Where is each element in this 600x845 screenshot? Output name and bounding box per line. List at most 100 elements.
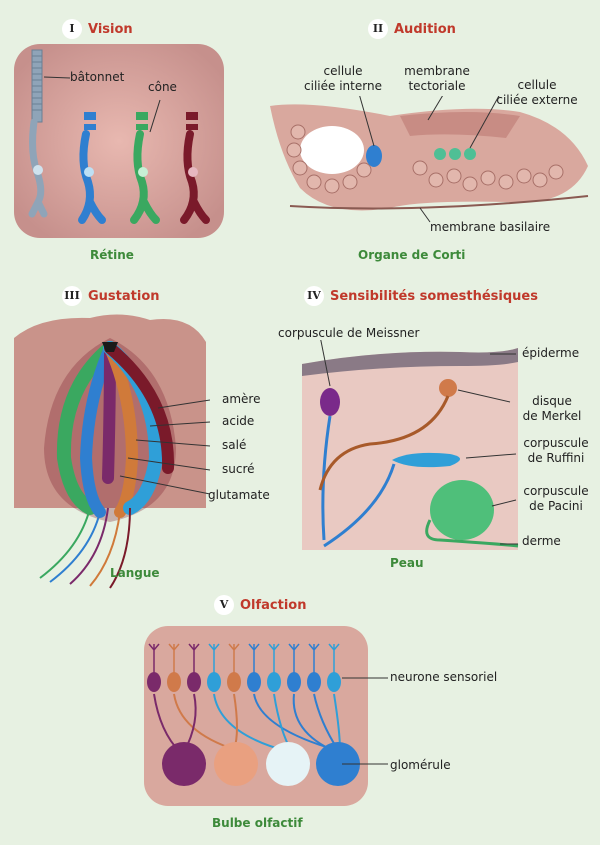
taste-cells [56,341,175,518]
section-title: Audition [394,22,456,37]
taste-bud-illustration [14,314,210,589]
section-title: Olfaction [240,598,307,613]
cone-pointer [149,99,161,133]
neuron-dendrite [228,643,240,674]
glomerulus-label: glomérule [390,758,451,772]
inner-hair-cell [366,145,382,167]
outer-hair-cell [449,148,461,160]
somesthesie-header: IV Sensibilités somesthésiques [304,285,538,306]
sensory-neuron-label: neurone sensoriel [390,670,498,684]
skin-illustration [302,340,519,550]
outer-hair-cell-label: cellule ciliée externe [496,78,578,107]
ruffini-nerve [323,463,396,548]
neuron-cell-body [207,672,221,692]
neuron-dendrite [268,643,280,674]
neuron-cell-body [327,672,341,692]
merkel-label: disque de Merkel [522,394,582,423]
tectorial-membrane-label: membrane tectoriale [404,64,470,93]
retina-illustration [14,44,224,238]
gustatory-nerve-fibers [39,507,131,589]
glomerulus [266,742,310,786]
glomerulus [162,742,206,786]
vision-caption: Rétine [90,248,134,262]
sensory-neurons [147,643,341,692]
meissner-corpuscle [320,388,340,416]
sour-label: acide [222,414,255,428]
pacini-nerve [425,519,519,548]
section-number: IV [304,285,324,306]
olfaction-header: V Olfaction [214,594,307,615]
neuron-dendrite [308,643,320,674]
dermis-label: derme [522,534,561,548]
rod-label: bâtonnet [70,70,125,84]
pacini-label: corpuscule de Pacini [523,484,589,513]
pacini-pointer [491,499,517,507]
taste-pore [102,342,118,352]
epidermis-layer [302,348,518,376]
glomerulus [214,742,258,786]
neuron-dendrite [208,643,220,674]
audition-header: II Audition [368,18,456,39]
olfactory-bulb-illustration [144,626,368,806]
merkel-pointer [457,389,511,403]
meissner-pointer [320,340,331,387]
ruffini-pointer [465,453,517,459]
meissner-label: corpuscule de Meissner [278,326,420,340]
basilar-membrane [289,195,589,210]
inner-pointer [359,96,375,147]
neuron-dendrite [328,643,340,674]
audition-caption: Organe de Corti [358,248,466,262]
inner-hair-cell-label: cellule ciliée interne [304,64,382,93]
section-title: Gustation [88,289,160,304]
neuron-cell-body [307,672,321,692]
green-cone [130,112,160,224]
vision-header: I Vision [62,18,133,39]
outer-hair-cell [434,148,446,160]
maroon-cone [180,112,210,224]
section-title: Vision [88,22,133,37]
neuron-dendrite [148,643,160,674]
section-number: V [214,594,234,615]
neuron-cell-body [167,672,181,692]
neuron-cell-body [187,672,201,692]
blue-cone [78,112,106,224]
neuron-dendrite [188,643,200,674]
support-cells [286,124,564,194]
salty-label: salé [222,438,247,452]
merkel-nerve [318,395,450,491]
section-number: I [62,18,82,39]
olfaction-pointers [342,677,388,765]
outer-hair-cell [464,148,476,160]
umami-label: glutamate [208,488,270,502]
neuron-cell-body [147,672,161,692]
neuron-dendrite [168,643,180,674]
inner-tunnel [300,126,364,174]
retina-background [14,44,224,238]
pacini-corpuscle [430,480,494,540]
organ-of-corti-illustration [270,96,589,223]
olfaction-caption: Bulbe olfactif [212,816,303,830]
gustation-caption: Langue [110,566,160,580]
bitter-label: amère [222,392,261,406]
tectorial-pointer [427,96,443,121]
rod-cell [28,49,48,218]
neuron-dendrite [288,643,300,674]
section-number: II [368,18,388,39]
glomerulus [316,742,360,786]
outer-pointer [469,96,500,149]
merkel-disc [439,379,457,397]
somesthesie-caption: Peau [390,556,424,570]
ruffini-label: corpuscule de Ruffini [523,436,589,465]
basilar-pointer [419,207,431,223]
neuron-cell-body [287,672,301,692]
taste-pointers [119,399,210,495]
ruffini-corpuscle [392,452,460,468]
neuron-dendrite [248,643,260,674]
section-title: Sensibilités somesthésiques [330,289,538,304]
basilar-membrane-label: membrane basilaire [430,220,551,234]
rod-pointer [43,76,71,79]
neuron-cell-body [267,672,281,692]
neuron-cell-body [247,672,261,692]
neuron-cell-body [227,672,241,692]
